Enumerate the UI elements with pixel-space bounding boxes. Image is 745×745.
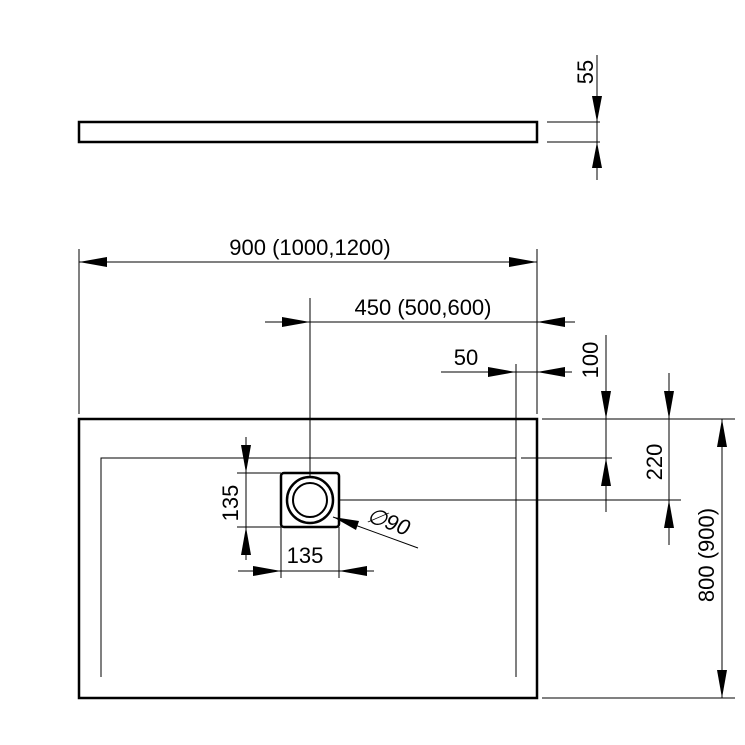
width-label: 900 (1000,1200) xyxy=(229,235,390,260)
rim-y-dimension: 100 xyxy=(521,335,735,512)
rim-x-arrow-right xyxy=(537,367,565,377)
depth-arrow-top xyxy=(717,419,727,447)
tray-inner-rim xyxy=(100,457,517,677)
depth-arrow-bottom xyxy=(717,670,727,698)
drain-offset-x-arrow-left xyxy=(282,317,310,327)
side-view: 55 xyxy=(77,55,602,180)
width-arrow-right xyxy=(509,257,537,267)
tray-outline xyxy=(77,417,539,700)
thickness-label: 55 xyxy=(573,60,598,84)
drain-offset-x-arrow-right xyxy=(537,317,565,327)
drain-offset-x-dimension: 450 (500,600) xyxy=(265,295,575,477)
drain-box-height-dimension: 135 xyxy=(218,437,281,560)
drain-box-width-dimension: 135 xyxy=(238,527,374,578)
drain-box-height-arrow-bottom xyxy=(241,527,251,555)
drain-box-width-arrow-left xyxy=(253,566,281,576)
drain-diameter-label: ∅90 xyxy=(364,502,414,541)
diameter-arrow xyxy=(333,517,359,530)
drain-box-width-label: 135 xyxy=(287,543,324,568)
drain-offset-y-dimension: 220 xyxy=(339,373,681,545)
drain-offset-x-label: 450 (500,600) xyxy=(355,295,492,320)
rim-y-arrow-top xyxy=(601,391,611,419)
depth-dimension: 800 (900) xyxy=(542,419,735,699)
width-arrow-left xyxy=(79,257,107,267)
drain-offset-y-label: 220 xyxy=(642,444,667,481)
drain-box-height-arrow-top xyxy=(241,445,251,473)
rim-x-arrow-left xyxy=(488,367,516,377)
drain-offset-y-arrow-bottom xyxy=(664,500,674,528)
rim-x-dimension: 50 xyxy=(441,345,572,458)
rim-y-arrow-bottom xyxy=(601,458,611,486)
drain-offset-y-arrow-top xyxy=(664,391,674,419)
tray-profile xyxy=(77,120,539,144)
top-view xyxy=(77,417,539,700)
thickness-arrow-bottom xyxy=(592,142,602,168)
depth-label: 800 (900) xyxy=(694,508,719,602)
drain-box-width-arrow-right xyxy=(339,566,367,576)
rim-x-label: 50 xyxy=(454,345,478,370)
width-dimension: 900 (1000,1200) xyxy=(78,235,538,414)
drain-box-height-label: 135 xyxy=(218,485,243,522)
drain-inner-circle xyxy=(292,482,328,518)
drain-diameter-leader: ∅90 xyxy=(332,502,419,549)
thickness-arrow-top xyxy=(592,96,602,122)
rim-y-label: 100 xyxy=(578,342,603,379)
